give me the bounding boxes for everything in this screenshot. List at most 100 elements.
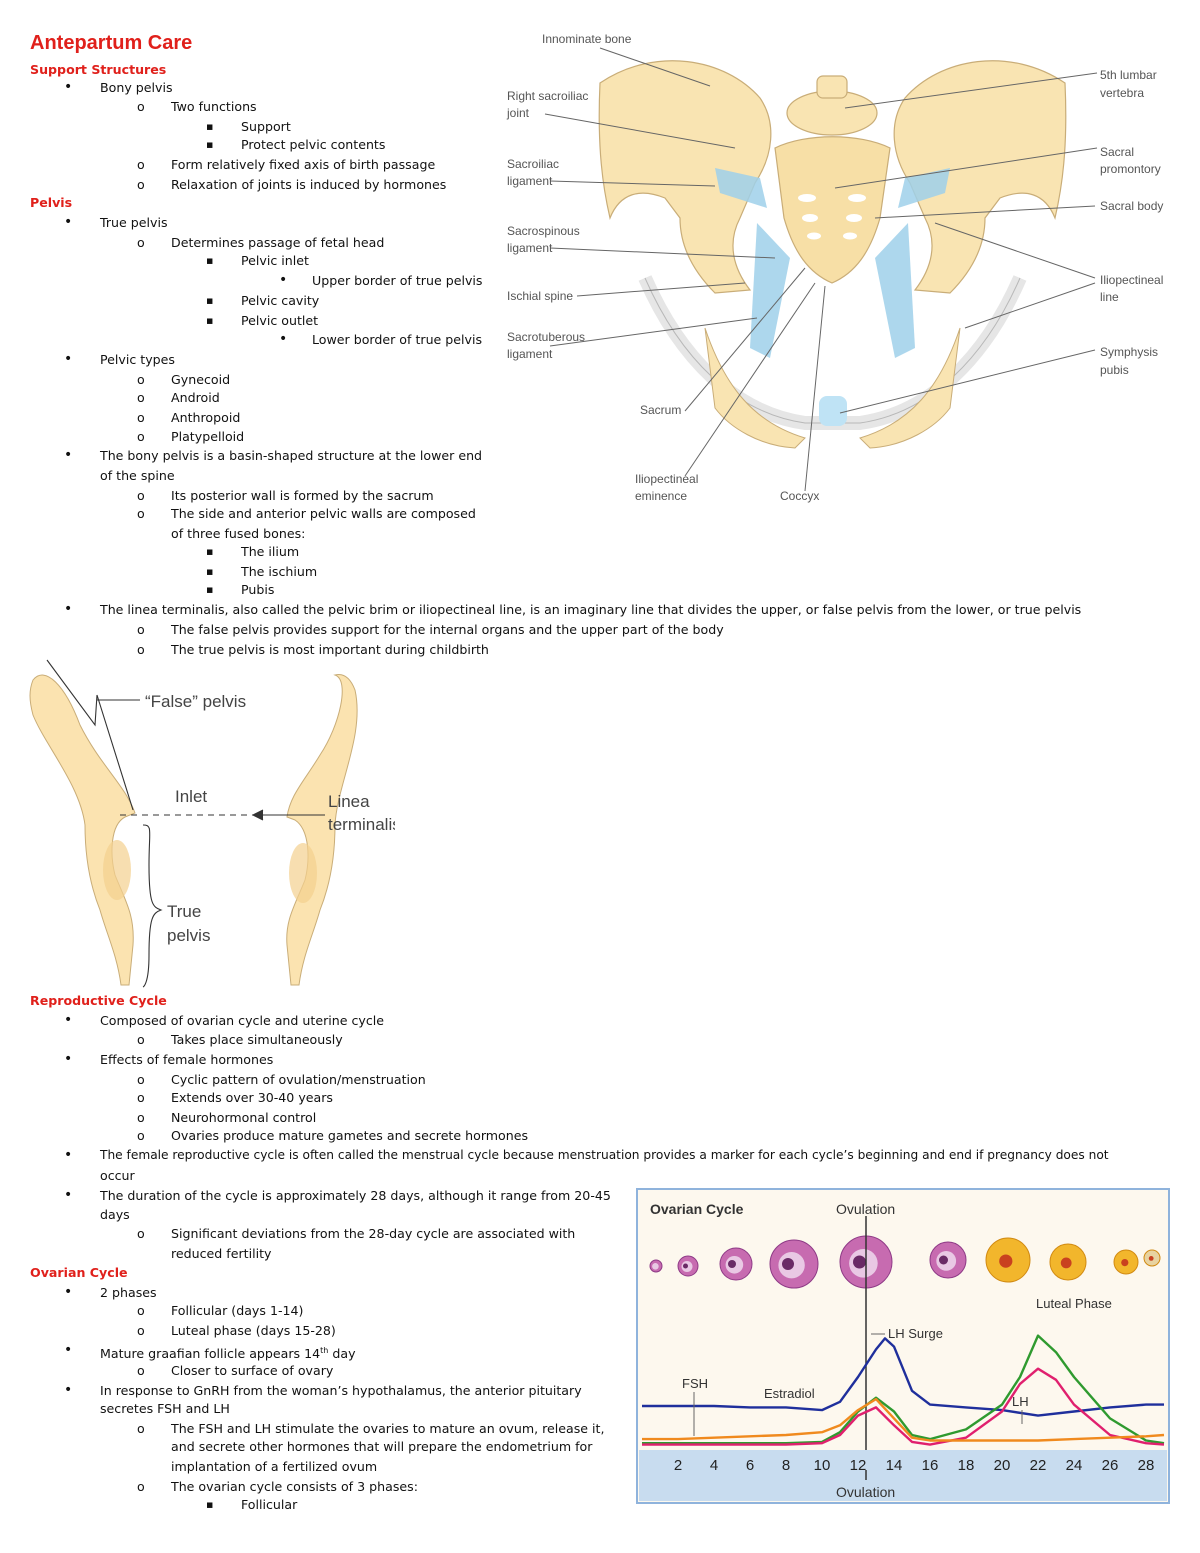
follicle-primary bbox=[677, 1255, 699, 1277]
list-item: The ischium bbox=[206, 564, 317, 579]
list-item: The true pelvis is most important during… bbox=[137, 642, 489, 657]
label-sacrospinous-ligament: ligament bbox=[507, 241, 553, 255]
list-item: Gynecoid bbox=[137, 372, 230, 387]
label-sacrotuberous-ligament: ligament bbox=[507, 347, 553, 361]
list-item: Form relatively fixed axis of birth pass… bbox=[137, 157, 435, 172]
x-tick-label: 4 bbox=[710, 1457, 718, 1474]
heading-pelvis: Pelvis bbox=[30, 195, 73, 210]
x-tick-label: 28 bbox=[1138, 1457, 1155, 1474]
chart-title: Ovarian Cycle bbox=[650, 1201, 744, 1217]
list-item: The bony pelvis is a basin-shaped struct… bbox=[64, 448, 482, 463]
list-item: Upper border of true pelvis bbox=[279, 273, 483, 288]
list-item: Relaxation of joints is induced by hormo… bbox=[137, 177, 446, 192]
list-item-continuation: and secrete other hormones that will pre… bbox=[171, 1439, 593, 1454]
label-innominate-bone: Innominate bone bbox=[542, 32, 632, 46]
x-tick-label: 16 bbox=[922, 1457, 939, 1474]
x-axis-band bbox=[639, 1450, 1167, 1501]
label-inlet: Inlet bbox=[175, 787, 207, 806]
series-line-fsh bbox=[642, 1337, 1164, 1417]
list-item: Pelvic inlet bbox=[206, 253, 309, 268]
series-line-estradiol bbox=[642, 1334, 1165, 1445]
label-iliopectineal-line: Iliopectineal bbox=[1100, 273, 1163, 287]
list-item: Platypelloid bbox=[137, 429, 244, 444]
label-sacrospinous-ligament: Sacrospinous bbox=[507, 224, 580, 238]
follicle-corpus-luteum-regress bbox=[1113, 1249, 1139, 1275]
label-right-sacroiliac-joint: joint bbox=[506, 106, 530, 120]
list-item-text: Mature graafian follicle appears 14 bbox=[100, 1346, 321, 1362]
list-item: In response to GnRH from the woman’s hyp… bbox=[64, 1383, 582, 1398]
x-tick-label: 22 bbox=[1030, 1457, 1047, 1474]
superscript-th: th bbox=[320, 1346, 329, 1355]
list-item: Composed of ovarian cycle and uterine cy… bbox=[64, 1013, 384, 1028]
label-linea-terminalis: Linea bbox=[328, 792, 370, 811]
list-item: Anthropoid bbox=[137, 410, 240, 425]
series-line-lh bbox=[642, 1367, 1165, 1446]
x-tick-label: 6 bbox=[746, 1457, 754, 1474]
list-item: Two functions bbox=[137, 99, 256, 114]
page-title: Antepartum Care bbox=[30, 32, 193, 54]
list-item-continuation: days bbox=[100, 1207, 130, 1222]
list-item: The duration of the cycle is approximate… bbox=[64, 1188, 611, 1203]
label-right-sacroiliac-joint: Right sacroiliac bbox=[507, 89, 588, 103]
annotation-luteal-phase: Luteal Phase bbox=[1036, 1296, 1112, 1311]
list-item-continuation: implantation of a fertilized ovum bbox=[171, 1459, 378, 1474]
list-item: The FSH and LH stimulate the ovaries to … bbox=[137, 1421, 605, 1436]
list-item: Follicular bbox=[206, 1497, 297, 1512]
x-tick-label: 26 bbox=[1102, 1457, 1119, 1474]
list-item: The female reproductive cycle is often c… bbox=[64, 1148, 1109, 1163]
list-item-text: day bbox=[328, 1346, 356, 1362]
list-item: Pelvic types bbox=[64, 352, 175, 367]
list-item: Follicular (days 1-14) bbox=[137, 1303, 304, 1318]
list-item: Extends over 30-40 years bbox=[137, 1090, 333, 1105]
label-sacrotuberous-ligament: Sacrotuberous bbox=[507, 330, 585, 344]
label-symphysis-pubis: Symphysis bbox=[1100, 345, 1158, 359]
list-item: Determines passage of fetal head bbox=[137, 235, 384, 250]
x-tick-label: 10 bbox=[814, 1457, 831, 1474]
label-symphysis-pubis: pubis bbox=[1100, 363, 1129, 377]
false-true-pelvis-figure: “False” pelvis Inlet Linea terminalis Tr… bbox=[29, 659, 395, 988]
list-item: Mature graafian follicle appears 14th da… bbox=[64, 1343, 356, 1362]
heading-ovarian-cycle: Ovarian Cycle bbox=[30, 1265, 128, 1280]
list-item-continuation: reduced fertility bbox=[171, 1246, 272, 1261]
label-iliopectineal-line: line bbox=[1100, 290, 1119, 304]
list-item-continuation: secretes FSH and LH bbox=[100, 1401, 230, 1416]
list-item: Pelvic outlet bbox=[206, 313, 318, 328]
list-item: Bony pelvis bbox=[64, 80, 172, 95]
x-tick-label: 20 bbox=[994, 1457, 1011, 1474]
label-sacral-body: Sacral body bbox=[1100, 199, 1163, 213]
follicle-corpus-luteum bbox=[985, 1237, 1031, 1283]
annotation-lh-surge: LH Surge bbox=[888, 1326, 943, 1341]
heading-support-structures: Support Structures bbox=[30, 62, 167, 77]
label-ischial-spine: Ischial spine bbox=[507, 289, 573, 303]
label-5th-lumbar-vertebra: vertebra bbox=[1100, 86, 1144, 100]
list-item: The side and anterior pelvic walls are c… bbox=[137, 506, 476, 521]
list-item: Ovaries produce mature gametes and secre… bbox=[137, 1128, 528, 1143]
list-item: Android bbox=[137, 390, 219, 405]
follicle-tertiary bbox=[769, 1239, 819, 1289]
label-linea-terminalis: terminalis bbox=[328, 815, 395, 834]
list-item-continuation: occur bbox=[100, 1168, 135, 1183]
label-true-pelvis: pelvis bbox=[167, 926, 210, 945]
list-item-continuation: of the spine bbox=[100, 468, 175, 483]
x-tick-label: 12 bbox=[850, 1457, 867, 1474]
annotation-lh: LH bbox=[1012, 1394, 1029, 1409]
list-item: True pelvis bbox=[64, 215, 167, 230]
label-iliopectineal-eminence: eminence bbox=[635, 489, 687, 503]
list-item: The ovarian cycle consists of 3 phases: bbox=[137, 1479, 418, 1494]
list-item: Takes place simultaneously bbox=[137, 1032, 343, 1047]
list-item: Protect pelvic contents bbox=[206, 137, 386, 152]
follicle-corpus-albicans bbox=[1143, 1249, 1161, 1267]
label-sacrum: Sacrum bbox=[640, 403, 681, 417]
list-item: Its posterior wall is formed by the sacr… bbox=[137, 488, 434, 503]
list-item: Lower border of true pelvis bbox=[279, 332, 482, 347]
pelvis-illustration bbox=[598, 60, 1067, 449]
list-item: Luteal phase (days 15-28) bbox=[137, 1323, 336, 1338]
list-item: Significant deviations from the 28-day c… bbox=[137, 1226, 575, 1241]
pelvis-cross-section bbox=[29, 674, 358, 986]
chart-top-ovulation-label: Ovulation bbox=[836, 1201, 895, 1217]
list-item: Cyclic pattern of ovulation/menstruation bbox=[137, 1072, 426, 1087]
chart-x-axis-label: Ovulation bbox=[836, 1484, 895, 1500]
list-item: Neurohormonal control bbox=[137, 1110, 316, 1125]
label-iliopectineal-eminence: Iliopectineal bbox=[635, 472, 698, 486]
series-line-progesterone bbox=[642, 1397, 1165, 1442]
